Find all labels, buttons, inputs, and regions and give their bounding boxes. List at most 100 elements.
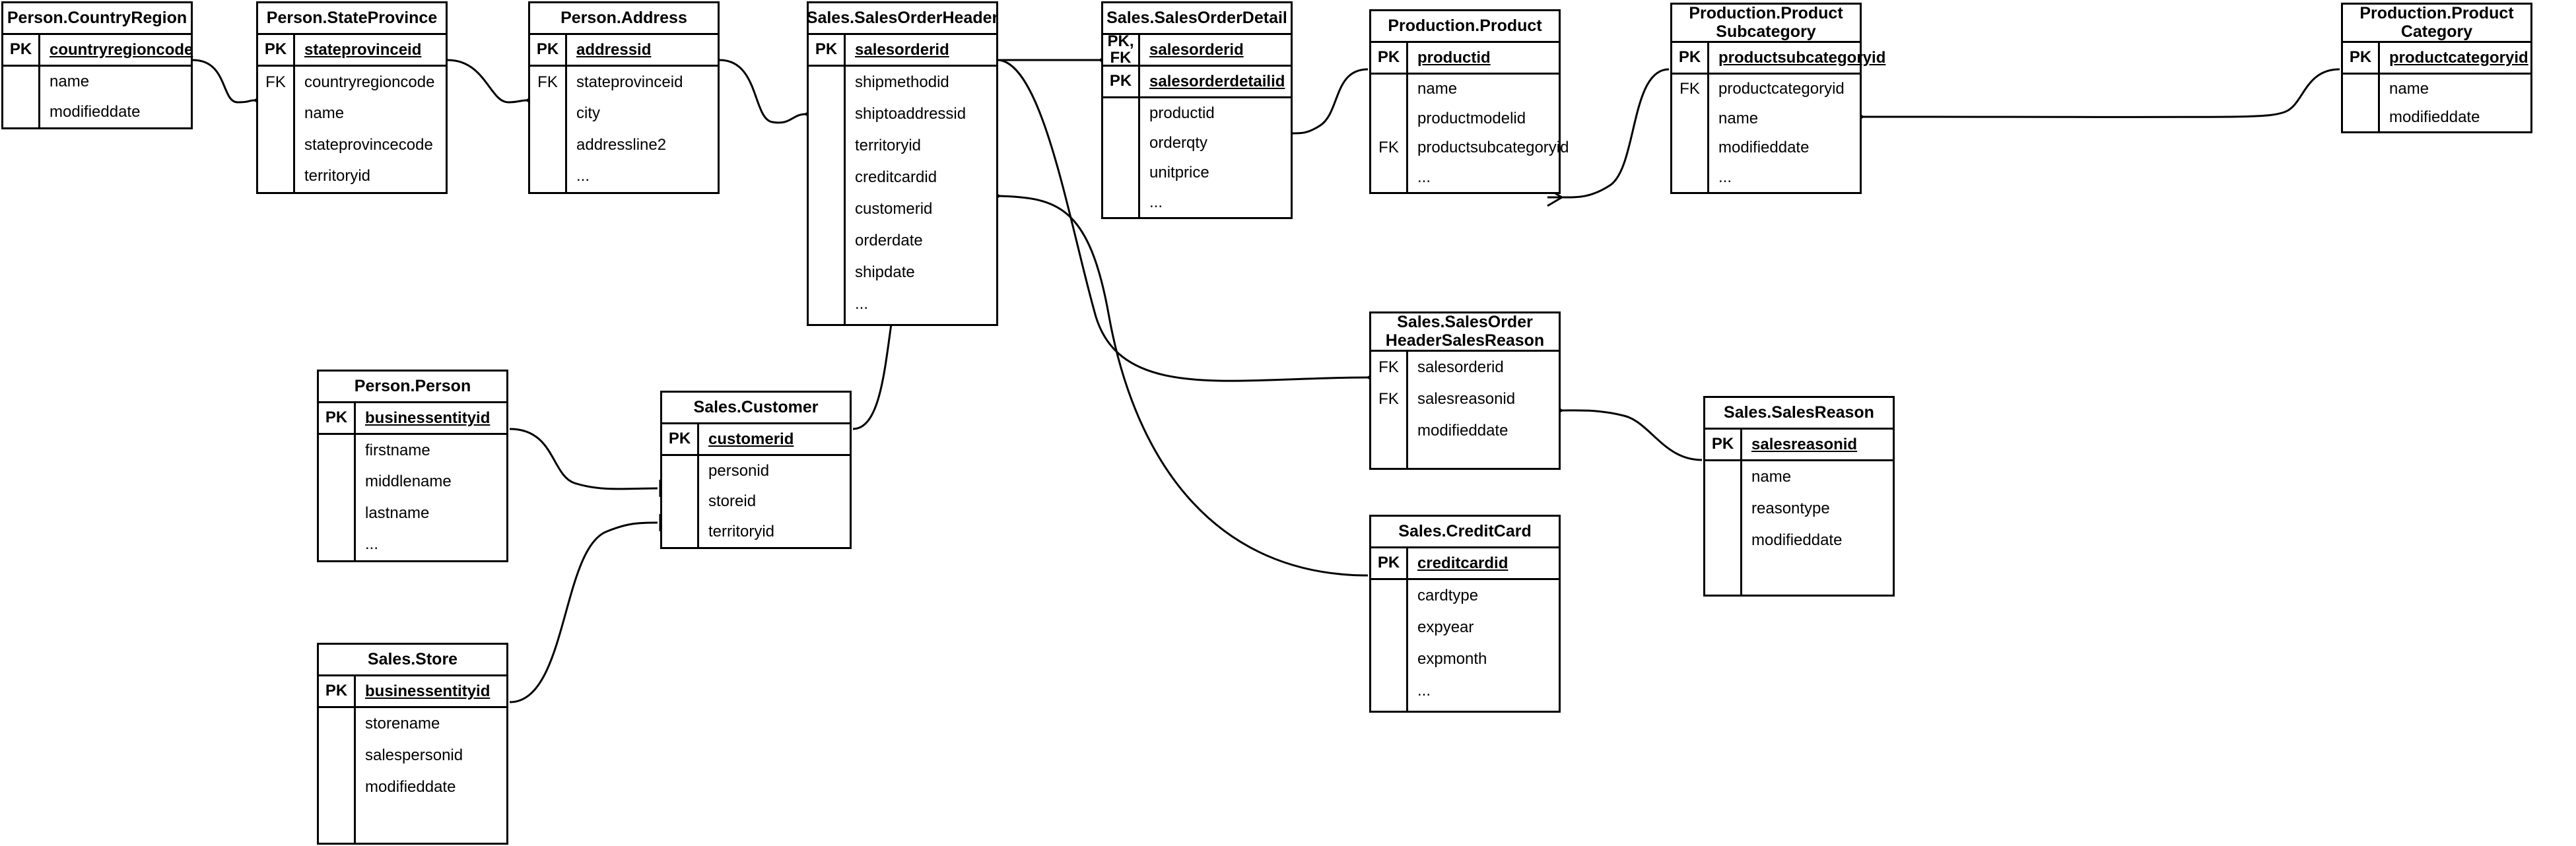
attribute-name: creditcardid — [855, 168, 937, 186]
key-marker — [1103, 98, 1138, 128]
attribute-name: productsubcategoryid — [1718, 48, 1886, 67]
key-marker — [1103, 187, 1138, 217]
key-column: FK — [530, 67, 567, 192]
entity-title: Sales.Customer — [662, 393, 850, 424]
key-marker — [1371, 163, 1406, 193]
key-marker: PK — [1371, 43, 1408, 73]
attribute-name: salespersonid — [365, 746, 463, 764]
attribute-name: customerid — [855, 200, 933, 218]
key-marker — [1672, 104, 1707, 134]
key-marker: PK — [1672, 43, 1709, 73]
key-marker — [809, 288, 844, 320]
attribute-name: ... — [1718, 168, 1732, 186]
entity-title: Person.Person — [319, 372, 506, 403]
key-marker — [530, 98, 565, 130]
attribute-name: ... — [855, 295, 869, 313]
key-marker — [1672, 133, 1707, 163]
attribute-name: name — [50, 73, 90, 90]
key-marker — [319, 435, 354, 467]
key-marker — [319, 771, 354, 803]
key-marker — [319, 740, 354, 771]
key-marker — [662, 486, 697, 517]
attribute-name: shipmethodid — [855, 73, 949, 91]
attribute-name: countryregioncode — [50, 40, 193, 59]
attribute-name: addressid — [576, 40, 652, 59]
attribute-name: lastname — [365, 504, 430, 522]
attribute-name: stateprovinceid — [304, 40, 422, 59]
attribute-name: salesorderid — [1417, 358, 1504, 376]
key-marker — [1371, 612, 1406, 643]
attribute-name: modifieddate — [365, 778, 456, 796]
key-marker — [258, 161, 293, 193]
key-marker: PK — [319, 676, 356, 706]
attribute-name: salesreasonid — [1751, 435, 1858, 453]
key-marker: PK — [258, 35, 295, 65]
key-marker — [809, 130, 844, 162]
key-marker: FK — [1679, 80, 1700, 98]
key-marker — [809, 257, 844, 288]
attribute-name: productmodelid — [1417, 109, 1526, 127]
key-marker — [3, 67, 38, 97]
attribute-name: ... — [1417, 168, 1431, 186]
attribute-name: productsubcategoryid — [1417, 139, 1569, 157]
key-marker: PK — [662, 424, 699, 454]
key-marker — [809, 98, 844, 130]
relationship-rel-store-customer — [504, 514, 677, 711]
entity-title: Sales.SalesOrderDetail — [1103, 3, 1291, 35]
entity-title: Sales.SalesOrder HeaderSalesReason — [1371, 313, 1559, 352]
entity-title: Sales.SalesReason — [1705, 398, 1893, 430]
entity-title: Production.Product — [1371, 11, 1559, 43]
attribute-name: modifieddate — [1751, 531, 1843, 549]
attribute-name: productcategoryid — [1718, 80, 1845, 98]
attribute-name: name — [2389, 79, 2429, 98]
primary-key-row: PK stateprovinceid — [258, 35, 446, 67]
entity-title: Sales.CreditCard — [1371, 517, 1559, 548]
attribute-name: storename — [365, 715, 440, 732]
entity-title: Person.Address — [530, 3, 718, 35]
attribute-name: expyear — [1417, 618, 1474, 636]
entity-title: Production.Product Subcategory — [1672, 4, 1860, 43]
key-column — [2343, 75, 2380, 131]
attribute-name: salesreasonid — [1417, 390, 1516, 408]
key-marker — [1371, 75, 1406, 104]
key-column — [1371, 580, 1408, 711]
key-marker — [2343, 75, 2378, 103]
attribute-name: territoryid — [855, 137, 922, 154]
relationship-rel-address-salesorderheader — [714, 51, 821, 124]
key-marker — [809, 225, 844, 257]
attribute-name: ... — [576, 167, 590, 185]
attribute-list: storename salespersonid modifieddate — [319, 708, 506, 843]
key-marker — [809, 162, 844, 193]
